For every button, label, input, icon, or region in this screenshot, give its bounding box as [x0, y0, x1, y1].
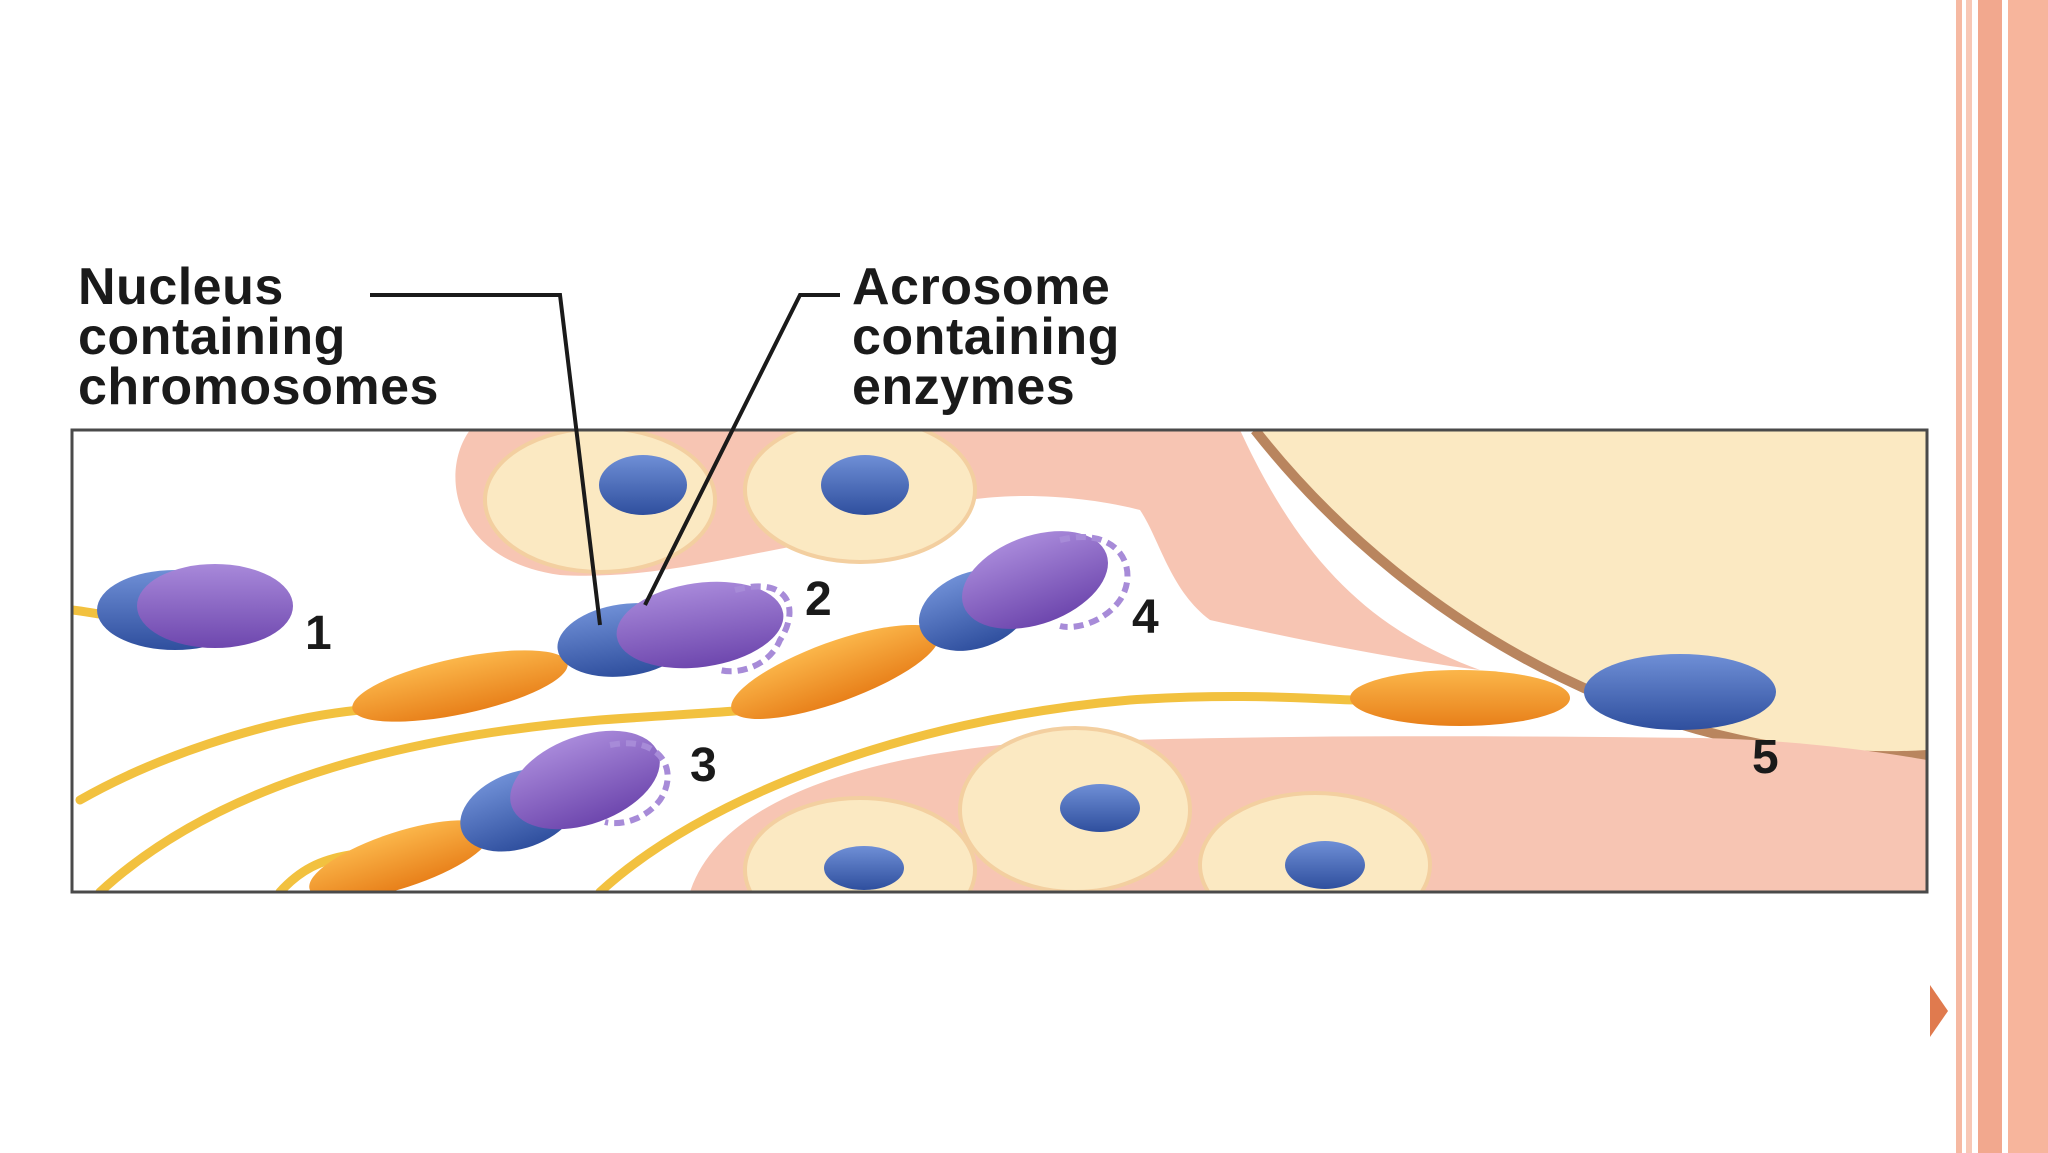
acrosomal-enzymes	[1059, 534, 1131, 630]
nucleus-label-line: Nucleus	[78, 258, 284, 316]
acrosome-label-line: Acrosome	[852, 258, 1111, 316]
acrosome	[616, 581, 784, 669]
sperm-4	[918, 531, 1131, 651]
follicle-nucleus	[1285, 841, 1365, 889]
follicle-nucleus	[821, 455, 909, 515]
next-slide-arrow-icon[interactable]	[1930, 985, 1948, 1037]
sperm-midpiece	[352, 650, 568, 722]
sperm-5-nucleus	[1584, 654, 1776, 730]
border-strip	[1956, 0, 1962, 1153]
acrosome	[137, 564, 293, 648]
border-strip	[1978, 0, 2002, 1153]
sperm-tail	[95, 701, 785, 892]
nucleus-label-line: containing	[78, 308, 346, 366]
sperm-number-2: 2	[805, 573, 832, 626]
follicle-cell	[743, 796, 977, 892]
sperm-1	[97, 564, 293, 650]
acrosome-leader-line	[643, 293, 840, 606]
sperm-midpiece	[309, 820, 491, 892]
acrosome-label-line: containing	[852, 308, 1120, 366]
sperm-tail	[595, 691, 1365, 892]
sperm-midpiece	[1350, 670, 1570, 726]
follicle-nucleus	[824, 846, 904, 890]
sperm-number-1: 1	[305, 607, 332, 660]
acrosome	[962, 531, 1108, 629]
acrosome-label-line: enzymes	[852, 358, 1076, 416]
sperm-2	[557, 581, 793, 677]
sperm-number-4: 4	[1132, 591, 1159, 644]
acrosome	[510, 730, 660, 830]
sperm-number-5: 5	[1752, 731, 1779, 784]
acrosome-label: Acrosome containing enzymes	[852, 258, 1120, 416]
nucleus-leader-line	[370, 293, 602, 626]
sperm-midpiece	[731, 624, 939, 720]
sperm-number-3: 3	[690, 739, 717, 792]
nucleus-label: Nucleus containing chromosomes	[78, 258, 439, 416]
follicle-nucleus	[599, 455, 687, 515]
nucleus-label-line: chromosomes	[78, 358, 439, 416]
acrosomal-enzymes	[604, 740, 671, 827]
acrosomal-enzymes	[719, 583, 793, 675]
border-strip	[1966, 0, 1972, 1153]
sperm-3	[460, 730, 671, 852]
border-strip	[2008, 0, 2048, 1153]
panel-border	[70, 428, 1929, 894]
follicle-nucleus	[1060, 784, 1140, 832]
